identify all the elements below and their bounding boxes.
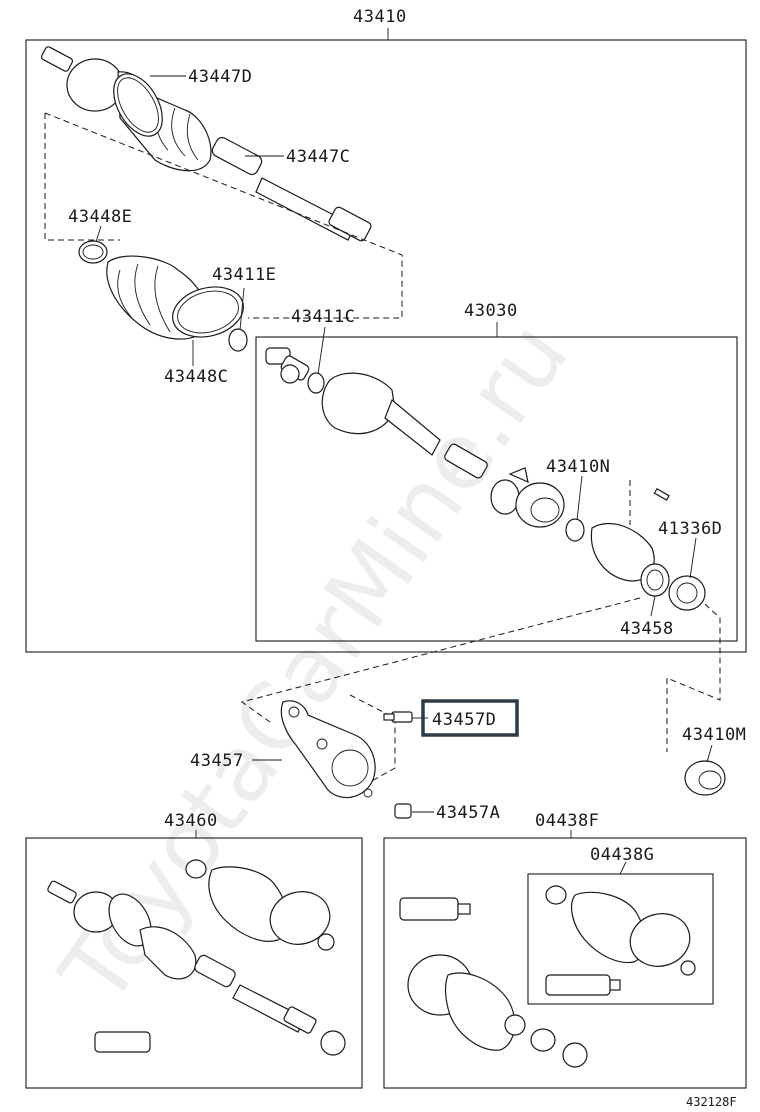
- label-43447C[interactable]: 43447C: [286, 147, 350, 167]
- diagram-code: 432128F: [686, 1095, 737, 1109]
- label-43411E[interactable]: 43411E: [212, 265, 276, 285]
- label-43448E[interactable]: 43448E: [68, 207, 132, 227]
- outer-shaft-assembly: [40, 46, 372, 242]
- highlight-box-43457D: [421, 699, 519, 737]
- boot-kit-04438F: [399, 897, 588, 1068]
- label-43410[interactable]: 43410: [353, 7, 407, 27]
- boot-kit-left: [78, 240, 248, 352]
- label-43457[interactable]: 43457: [190, 751, 244, 771]
- group-boxes: [25, 39, 747, 1089]
- label-43457D[interactable]: 43457D: [432, 710, 496, 730]
- seal-43410M: [684, 760, 726, 796]
- inner-joint-assembly: [265, 347, 706, 611]
- label-43447D[interactable]: 43447D: [188, 67, 252, 87]
- shaft-43460: [47, 859, 346, 1056]
- label-41336D[interactable]: 41336D: [658, 519, 722, 539]
- label-43030[interactable]: 43030: [464, 301, 518, 321]
- box-43030: [255, 336, 738, 642]
- label-43411C[interactable]: 43411C: [291, 307, 355, 327]
- label-43460[interactable]: 43460: [164, 811, 218, 831]
- label-43457A[interactable]: 43457A: [436, 803, 500, 823]
- dashed-guide-seal: [666, 603, 721, 752]
- label-43410N[interactable]: 43410N: [546, 457, 610, 477]
- label-04438G[interactable]: 04438G: [590, 845, 654, 865]
- dashed-guide-top: [44, 112, 403, 319]
- label-04438F[interactable]: 04438F: [535, 811, 599, 831]
- label-43448C[interactable]: 43448C: [164, 367, 228, 387]
- leader-lines: [95, 28, 713, 875]
- part-labels: 43410 43447D 43447C 43448E 43411E 43448C…: [68, 7, 746, 865]
- label-43458[interactable]: 43458: [620, 619, 674, 639]
- box-43410: [25, 39, 747, 653]
- label-43410M[interactable]: 43410M: [682, 725, 746, 745]
- dashed-guide-bracket: [240, 597, 641, 783]
- boot-kit-04438G: [545, 885, 696, 996]
- bracket-43457: [280, 700, 413, 819]
- box-04438F: [383, 837, 747, 1089]
- box-43460: [25, 837, 363, 1089]
